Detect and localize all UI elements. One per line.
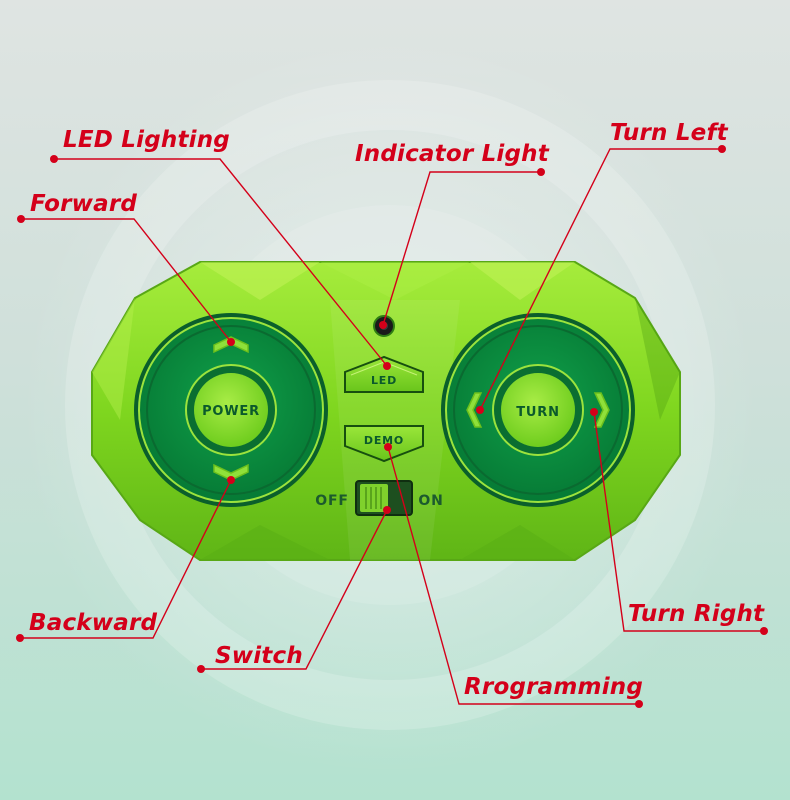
callout-switch: Switch [215,643,303,669]
background-ring [65,80,715,730]
leader-line-led-lighting [54,158,388,367]
leader-line-turn-left [479,148,722,411]
leader-line-switch [201,509,388,670]
leader-lines [20,148,764,705]
demo-button[interactable] [344,425,424,463]
power-button[interactable] [185,364,277,456]
switch-on-label: ON [418,493,443,509]
power-button-label: POWER [202,404,260,419]
led-button-label: LED [371,374,397,387]
turn-left-arrow-icon[interactable] [466,392,483,428]
callout-turn-left: Turn Left [610,120,728,146]
power-switch[interactable] [355,480,413,516]
callout-backward: Backward [29,610,158,636]
leader-line-turn-right [593,411,764,632]
turn-button[interactable] [492,364,584,456]
leader-line-indicator-light [382,171,541,326]
turn-right-arrow-icon[interactable] [593,392,610,428]
callout-indicator-light: Indicator Light [355,141,549,167]
demo-button-label: DEMO [364,434,404,447]
leader-line-forward [21,218,232,343]
switch-off-label: OFF [315,493,348,509]
turn-button-label: TURN [516,405,560,420]
callout-led-lighting: LED Lighting [63,127,230,153]
callout-forward: Forward [30,191,138,217]
leader-line-backward [20,479,232,639]
leader-line-programming [387,446,639,705]
callout-programming: Rrogramming [464,674,644,700]
callout-turn-right: Turn Right [628,601,765,627]
leader-dots [16,145,768,708]
